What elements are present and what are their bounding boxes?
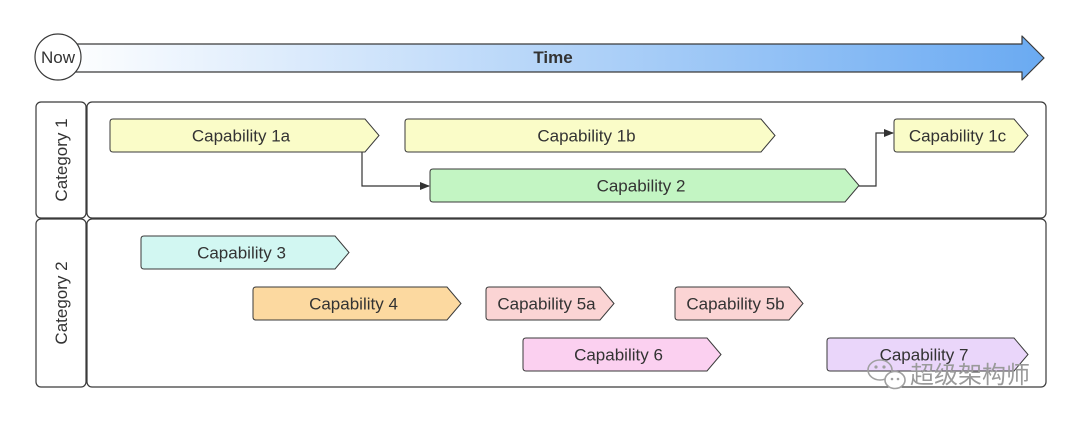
capability-6-shape (522, 337, 722, 372)
capability-2-shape (429, 168, 860, 203)
connector-2-to-1c (859, 129, 894, 187)
capability-2: Capability 2 (429, 168, 860, 203)
capability-5b-shape (674, 286, 804, 321)
capability-7-label: Capability 7 (880, 346, 969, 365)
capability-2-label: Capability 2 (597, 177, 686, 196)
capability-5a: Capability 5a (485, 286, 615, 321)
capability-1c-shape (893, 118, 1029, 153)
capability-5a-shape (485, 286, 615, 321)
capability-1c-label: Capability 1c (909, 127, 1007, 146)
capability-3: Capability 3 (140, 235, 350, 270)
category-2-label: Category 2 (52, 261, 71, 344)
capability-7-shape (826, 337, 1029, 372)
capability-6: Capability 6 (522, 337, 722, 372)
capability-1a: Capability 1a (109, 118, 380, 153)
capability-1b-shape (404, 118, 776, 153)
capability-5b: Capability 5b (674, 286, 804, 321)
now-label: Now (41, 48, 76, 67)
category-2-header (35, 218, 87, 388)
capability-1c: Capability 1c (893, 118, 1029, 153)
watermark: 超级架构师 (867, 359, 1030, 390)
connector-1a-to-2 (361, 152, 430, 190)
capability-1a-shape (109, 118, 380, 153)
time-arrow (59, 35, 1045, 81)
capability-3-shape (140, 235, 350, 270)
capability-7: Capability 7 (826, 337, 1029, 372)
capability-4-label: Capability 4 (309, 295, 398, 314)
capability-4-shape (252, 286, 462, 321)
capability-5b-label: Capability 5b (686, 295, 784, 314)
capability-6-label: Capability 6 (574, 346, 663, 365)
wechat-icon (867, 359, 906, 390)
category-1-header (35, 101, 87, 219)
capability-1b: Capability 1b (404, 118, 776, 153)
category-1-label: Category 1 (52, 118, 71, 201)
capability-1a-label: Capability 1a (192, 127, 291, 146)
capability-1b-label: Capability 1b (537, 127, 635, 146)
time-label: Time (533, 48, 572, 67)
capability-5a-label: Capability 5a (497, 295, 596, 314)
capability-4: Capability 4 (252, 286, 462, 321)
watermark-text: 超级架构师 (910, 361, 1030, 389)
capability-3-label: Capability 3 (197, 244, 286, 263)
now-circle (34, 33, 82, 81)
